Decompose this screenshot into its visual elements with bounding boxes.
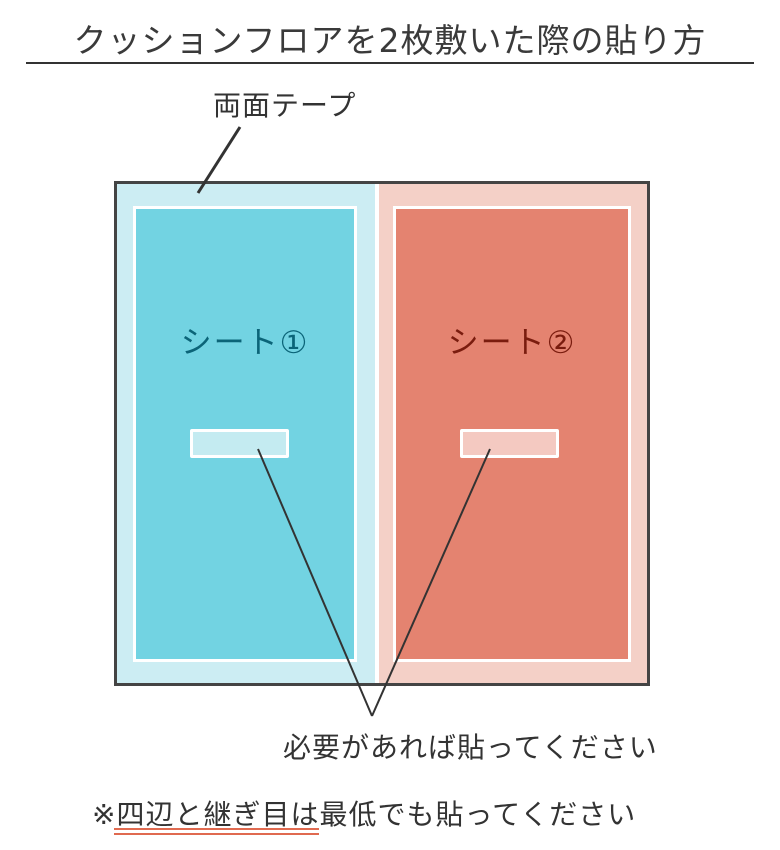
optional-tape-patch-1 bbox=[190, 429, 289, 458]
page-title: クッションフロアを2枚敷いた際の貼り方 bbox=[73, 21, 707, 60]
optional-tape-patch-2 bbox=[460, 429, 559, 458]
footnote: ※四辺と継ぎ目は最低でも貼ってください bbox=[92, 798, 637, 831]
double-sided-tape-label: 両面テープ bbox=[213, 89, 357, 122]
floor-frame: シート① シート② bbox=[114, 181, 650, 686]
tape-area-sheet-2: シート② bbox=[379, 184, 647, 683]
sheet-1: シート① bbox=[133, 206, 357, 662]
sheet-1-label: シート① bbox=[180, 325, 310, 361]
optional-tape-label: 必要があれば貼ってください bbox=[283, 731, 658, 764]
title-divider bbox=[26, 62, 754, 64]
emphasis-underline bbox=[114, 828, 319, 835]
sheet-2: シート② bbox=[393, 206, 631, 662]
tape-area-sheet-1: シート① bbox=[117, 184, 375, 683]
sheet-2-label: シート② bbox=[447, 325, 577, 361]
